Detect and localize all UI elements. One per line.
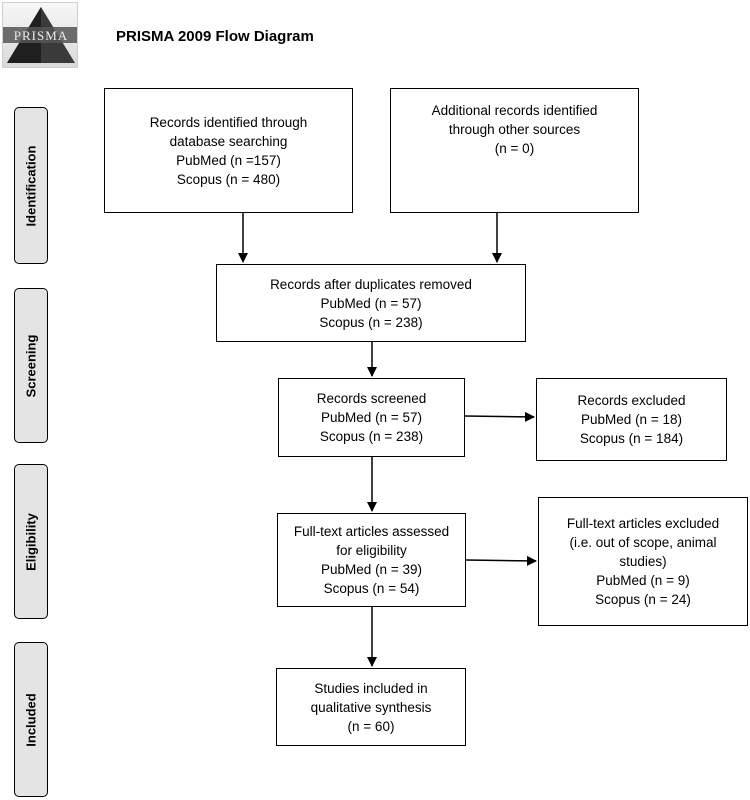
database-search-line-1: Records identified through xyxy=(149,114,308,130)
fulltext-assessed-scopus: Scopus (n = 54) xyxy=(323,581,420,596)
fulltext-assessed-line-2: for eligibility xyxy=(336,543,407,558)
fulltext-assessed-line-1: Full-text articles assessed xyxy=(293,524,450,539)
database-search-scopus: Scopus (n = 480) xyxy=(176,171,281,187)
studies-included-count: (n = 60) xyxy=(347,718,395,734)
studies-included-line-1: Studies included in xyxy=(314,680,428,696)
fulltext-excluded-line-3: studies) xyxy=(619,554,667,569)
diagram-title: PRISMA 2009 Flow Diagram xyxy=(116,28,314,45)
other-sources-count: (n = 0) xyxy=(494,141,535,156)
records-screened-pubmed: PubMed (n = 57) xyxy=(321,410,422,425)
box-database-search: Records identified through database sear… xyxy=(104,88,353,213)
fulltext-excluded-pubmed: PubMed (n = 9) xyxy=(596,573,690,588)
records-excluded-pubmed: PubMed (n = 18) xyxy=(581,412,682,427)
box-records-screened: Records screened PubMed (n = 57) Scopus … xyxy=(278,378,465,457)
fulltext-excluded-line-1: Full-text articles excluded xyxy=(566,516,720,531)
fulltext-excluded-scopus: Scopus (n = 24) xyxy=(595,592,691,607)
phase-eligibility: Eligibility xyxy=(14,464,48,619)
records-screened-label: Records screened xyxy=(316,391,427,406)
records-excluded-scopus: Scopus (n = 184) xyxy=(579,431,684,446)
phase-screening: Screening xyxy=(14,288,48,443)
fulltext-assessed-pubmed: PubMed (n = 39) xyxy=(321,562,422,577)
phase-included: Included xyxy=(14,642,48,797)
duplicates-removed-scopus: Scopus (n = 238) xyxy=(319,314,423,330)
duplicates-removed-pubmed: PubMed (n = 57) xyxy=(320,295,422,311)
records-excluded-label: Records excluded xyxy=(577,393,686,408)
other-sources-line-1: Additional records identified xyxy=(431,103,598,118)
studies-included-line-2: qualitative synthesis xyxy=(310,699,432,715)
database-search-pubmed: PubMed (n =157) xyxy=(176,152,281,168)
other-sources-line-2: through other sources xyxy=(448,122,581,137)
box-fulltext-assessed: Full-text articles assessed for eligibil… xyxy=(277,513,466,607)
logo-text: PRISMA xyxy=(13,28,69,43)
duplicates-removed-label: Records after duplicates removed xyxy=(270,276,472,292)
box-duplicates-removed: Records after duplicates removed PubMed … xyxy=(216,264,526,342)
phase-identification: Identification xyxy=(14,107,48,264)
box-studies-included: Studies included in qualitative synthesi… xyxy=(276,668,466,746)
prisma-logo: PRISMA xyxy=(2,2,78,68)
fulltext-excluded-line-2: (i.e. out of scope, animal xyxy=(569,535,717,550)
box-records-excluded: Records excluded PubMed (n = 18) Scopus … xyxy=(536,378,727,461)
database-search-line-2: database searching xyxy=(169,133,288,149)
box-other-sources: Additional records identified through ot… xyxy=(390,88,639,213)
arrow-screened-to-excluded xyxy=(464,411,535,422)
records-screened-scopus: Scopus (n = 238) xyxy=(319,429,424,444)
box-fulltext-excluded: Full-text articles excluded (i.e. out of… xyxy=(538,497,748,626)
arrow-fulltext-to-excluded xyxy=(465,555,537,566)
